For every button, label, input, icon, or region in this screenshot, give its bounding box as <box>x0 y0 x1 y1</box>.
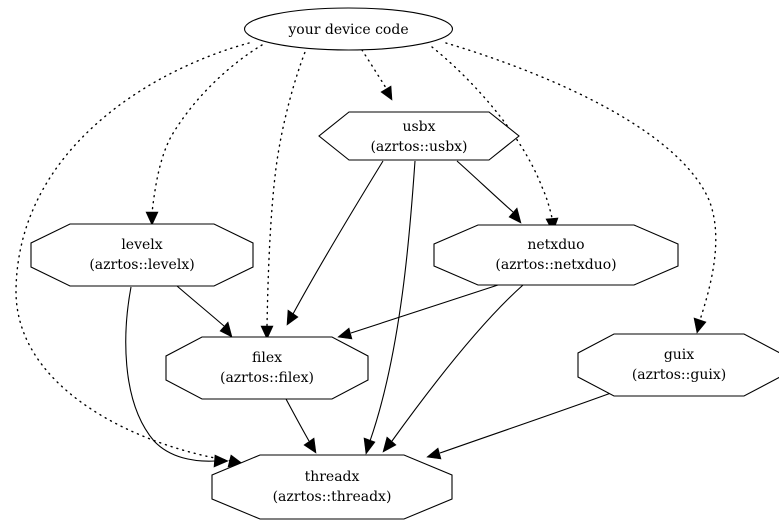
edge-netxduo-to-threadx <box>382 284 524 453</box>
edge-device-to-levelx <box>145 44 263 226</box>
edge-device-to-guix <box>445 42 717 334</box>
node-your-device-code[interactable]: your device code <box>243 7 454 51</box>
node-threadx[interactable]: threadx (azrtos::threadx) <box>211 454 453 520</box>
node-label-usbx-line2: (azrtos::usbx) <box>370 139 467 155</box>
edge-usbx-to-netxduo <box>456 160 522 224</box>
node-levelx[interactable]: levelx (azrtos::levelx) <box>30 223 254 287</box>
edge-levelx-to-filex <box>176 285 233 338</box>
node-label-netxduo-line1: netxduo <box>527 237 584 253</box>
edge-device-to-filex <box>260 46 308 340</box>
edge-netxduo-to-filex <box>337 284 499 340</box>
edges-layer <box>15 42 717 468</box>
node-label-guix-line2: (azrtos::guix) <box>632 367 726 383</box>
node-guix[interactable]: guix (azrtos::guix) <box>577 333 779 397</box>
node-usbx[interactable]: usbx (azrtos::usbx) <box>318 111 520 161</box>
node-label-threadx-line2: (azrtos::threadx) <box>273 489 392 505</box>
edge-usbx-to-filex <box>286 160 384 326</box>
node-shape-octagon <box>211 454 453 520</box>
node-label-levelx-line1: levelx <box>121 237 162 253</box>
node-shape-octagon <box>165 336 369 400</box>
edge-usbx-to-threadx <box>363 160 416 455</box>
node-label-netxduo-line2: (azrtos::netxduo) <box>495 257 616 273</box>
node-label-filex-line2: (azrtos::filex) <box>220 370 314 386</box>
node-label-levelx-line2: (azrtos::levelx) <box>89 257 194 273</box>
edge-device-to-usbx <box>361 49 393 101</box>
node-shape-octagon <box>433 224 679 286</box>
node-shape-octagon <box>30 223 254 287</box>
edge-filex-to-threadx <box>285 398 317 454</box>
node-shape-octagon <box>318 111 520 161</box>
node-label-usbx-line1: usbx <box>402 119 435 135</box>
node-filex[interactable]: filex (azrtos::filex) <box>165 336 369 400</box>
edge-guix-to-threadx <box>426 392 612 460</box>
edge-levelx-to-threadx <box>125 286 229 468</box>
node-label-filex-line1: filex <box>252 350 282 366</box>
nodes-layer: your device code usbx (azrtos::usbx) lev… <box>30 7 779 520</box>
node-netxduo[interactable]: netxduo (azrtos::netxduo) <box>433 224 679 286</box>
node-shape-octagon <box>577 333 779 397</box>
node-label-device-line1: your device code <box>287 22 408 38</box>
node-label-guix-line1: guix <box>664 347 694 363</box>
node-label-threadx-line1: threadx <box>305 469 360 485</box>
node-shape-ellipse <box>243 7 454 51</box>
